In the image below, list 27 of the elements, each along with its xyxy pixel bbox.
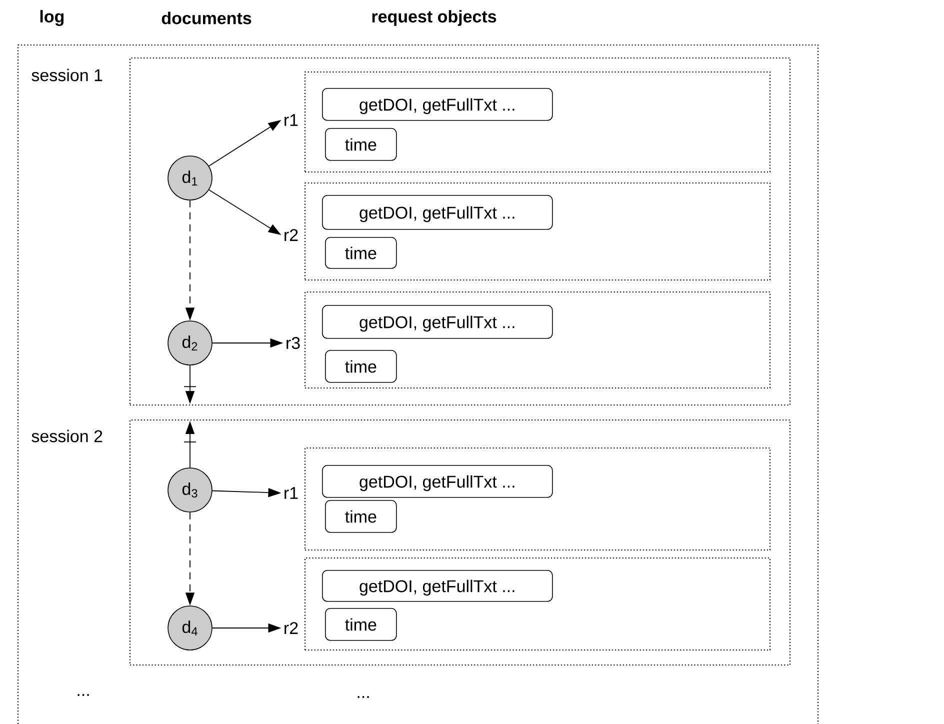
request-box (304, 557, 771, 651)
column-heading: request objects (372, 10, 496, 26)
request-box (304, 182, 771, 281)
request-label: r1 (284, 487, 298, 499)
request-label: r2 (284, 622, 298, 634)
field-box: getDOI, getFullTxt ... (322, 570, 553, 602)
field-box: time (325, 237, 397, 269)
request-label: r3 (286, 336, 300, 350)
field-box: getDOI, getFullTxt ... (322, 195, 553, 230)
field-box: time (325, 500, 397, 533)
ellipsis: ... (78, 694, 89, 696)
ellipsis: ... (358, 696, 369, 698)
request-label: r1 (284, 114, 298, 126)
column-heading: documents (162, 12, 252, 24)
request-label: r2 (284, 229, 298, 241)
request-box (304, 71, 771, 173)
request-box (304, 447, 771, 551)
field-box: time (325, 350, 397, 383)
request-box (304, 291, 771, 389)
group-label: session 1 (32, 68, 102, 82)
field-box: getDOI, getFullTxt ... (322, 305, 553, 339)
field-box: time (325, 608, 397, 641)
field-box: getDOI, getFullTxt ... (322, 465, 553, 498)
field-box: time (325, 128, 397, 161)
field-box: getDOI, getFullTxt ... (322, 88, 553, 121)
column-heading: log (40, 10, 64, 26)
group-label: session 2 (32, 430, 102, 442)
